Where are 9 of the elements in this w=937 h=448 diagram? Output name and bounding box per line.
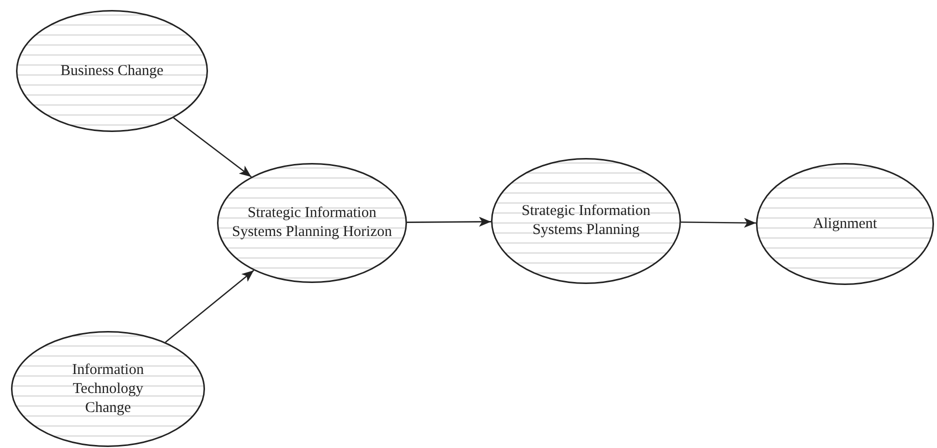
node-label: Alignment — [812, 214, 878, 234]
arrow — [173, 117, 252, 178]
node-label: Strategic Information Systems Planning — [520, 202, 652, 240]
arrow — [165, 270, 254, 343]
arrow — [407, 216, 491, 227]
arrow — [680, 218, 756, 228]
node-label: Strategic Information Systems Planning Horizon — [231, 204, 393, 242]
node-label: Business Change — [60, 62, 164, 80]
node-label: Information Technology Change — [71, 360, 145, 418]
